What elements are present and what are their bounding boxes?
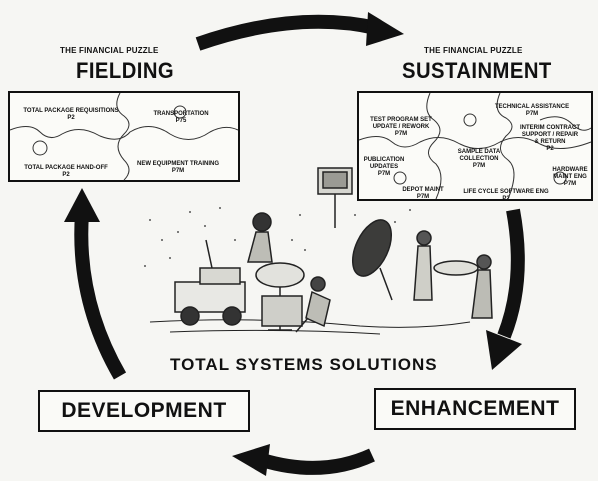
center-title: TOTAL SYSTEMS SOLUTIONS [170, 355, 438, 374]
soldier-sketch [295, 276, 331, 333]
arrow-right [486, 208, 525, 370]
fielding-title: FIELDING [76, 58, 175, 83]
fielding-puzzle-header: THE FINANCIAL PUZZLE [60, 46, 159, 55]
development-box: DEVELOPMENT [38, 390, 250, 432]
technicians-sketch [413, 230, 493, 319]
arrow-bottom [232, 444, 375, 476]
scatter-dots [144, 207, 411, 267]
field-equipment-illustration [144, 167, 493, 335]
arrow-left [64, 188, 127, 380]
operator-sketch [247, 212, 273, 263]
console-sketch [317, 167, 353, 228]
satellite-dish-sketch [351, 219, 393, 301]
radar-dish-sketch [255, 262, 305, 331]
sustainment-puzzle [357, 91, 593, 201]
jeep-sketch [174, 239, 246, 326]
sustainment-title: SUSTAINMENT [402, 58, 552, 83]
arrow-top [195, 12, 404, 51]
enhancement-box: ENHANCEMENT [374, 388, 576, 430]
enhancement-label: ENHANCEMENT [390, 397, 560, 420]
development-label: DEVELOPMENT [61, 399, 227, 422]
sustainment-puzzle-header: THE FINANCIAL PUZZLE [424, 46, 523, 55]
fielding-puzzle [8, 91, 240, 182]
